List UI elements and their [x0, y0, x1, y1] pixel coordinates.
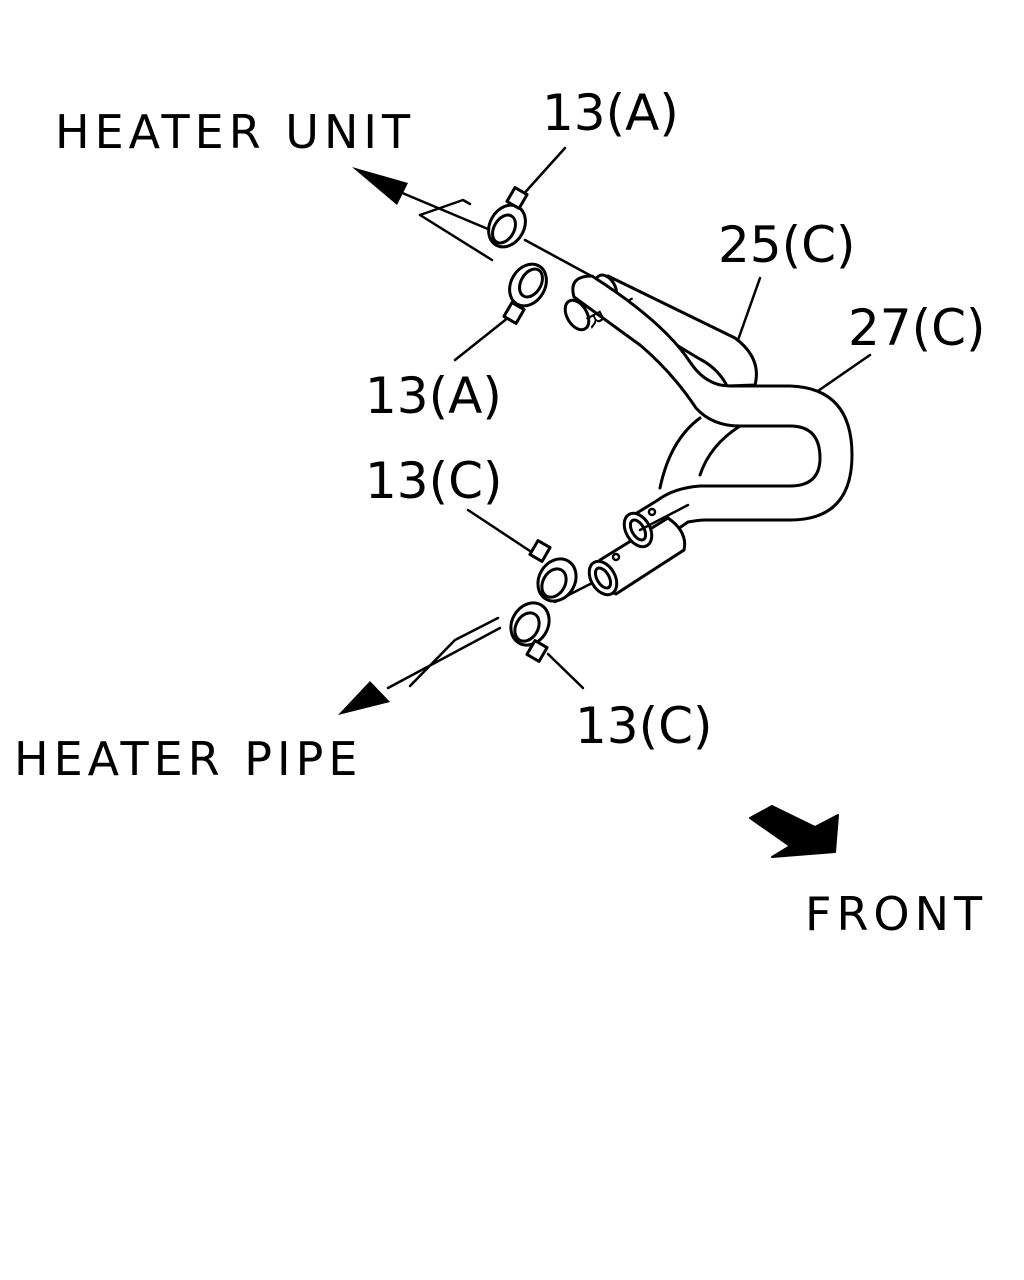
leader-lines	[453, 146, 872, 690]
label-heater-unit: HEATER UNIT	[55, 105, 415, 159]
hose-clamp-icon	[487, 186, 548, 325]
callout-13c-lower: 13(C)	[575, 697, 713, 755]
label-front: FRONT	[805, 887, 987, 941]
front-arrow-icon	[749, 805, 839, 858]
callout-27c: 27(C)	[848, 299, 986, 357]
hose-clamp-icon	[509, 539, 578, 663]
callout-13c-upper: 13(C)	[365, 452, 503, 510]
hose-27c: R	[563, 274, 854, 597]
callout-13a-lower: 13(A)	[365, 367, 502, 425]
label-heater-pipe: HEATER PIPE	[14, 732, 362, 786]
arrow-icon	[338, 167, 600, 715]
callout-25c: 25(C)	[718, 216, 856, 274]
callout-13a-upper: 13(A)	[542, 84, 679, 142]
